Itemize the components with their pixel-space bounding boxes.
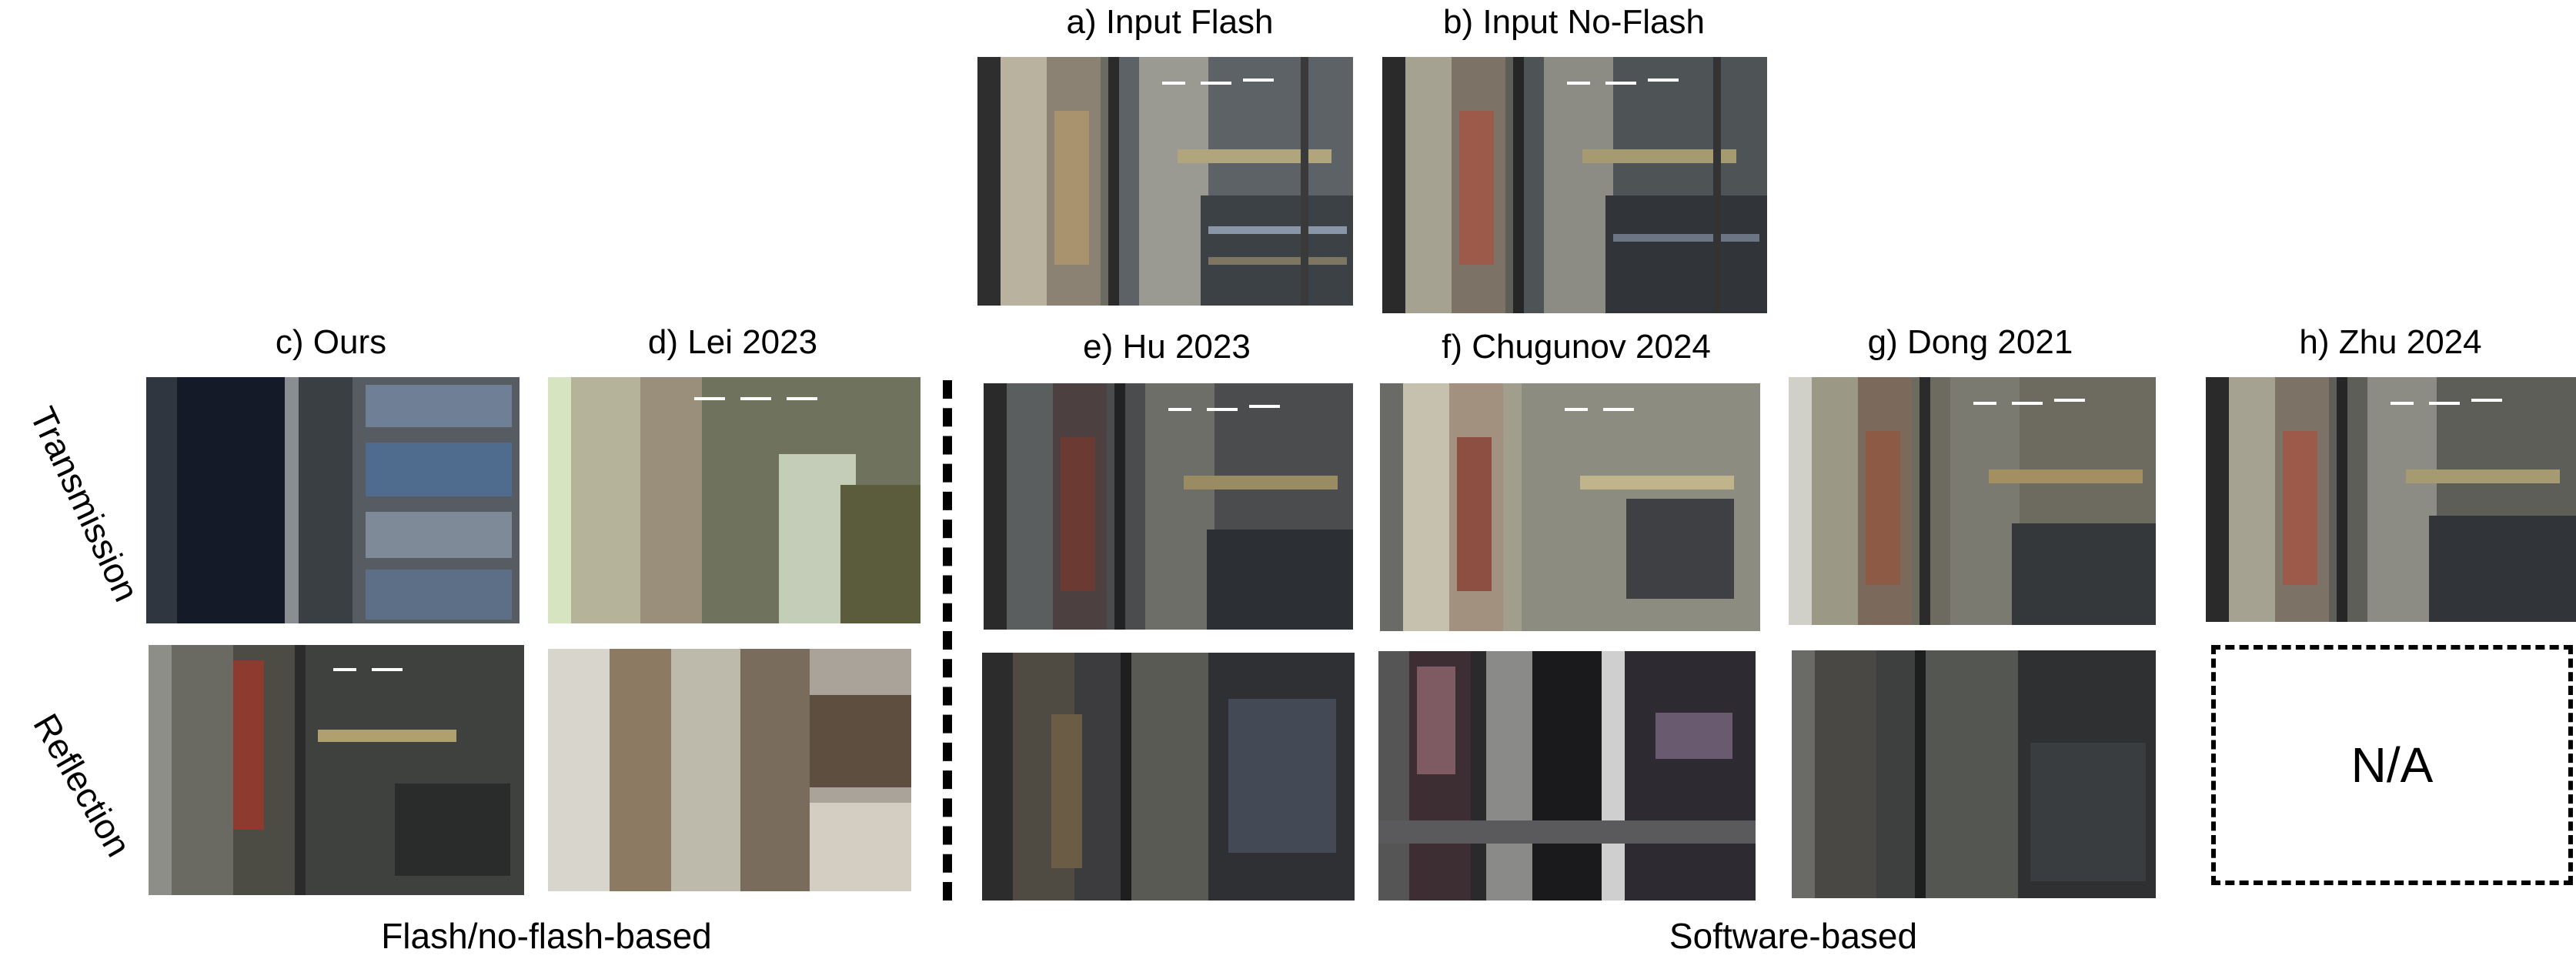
label-row-transmission: Transmission (22, 400, 148, 608)
label-input-noflash: b) Input No-Flash (1443, 3, 1705, 41)
label-group-flash: Flash/no-flash-based (381, 916, 712, 956)
image-transmission-zhu (2206, 377, 2576, 622)
image-transmission-lei (548, 377, 920, 623)
label-column-ours: c) Ours (275, 323, 387, 361)
image-input-flash (977, 57, 1353, 306)
label-column-dong: g) Dong 2021 (1867, 323, 2073, 361)
label-input-flash: a) Input Flash (1066, 3, 1274, 41)
image-transmission-chugunov (1380, 383, 1760, 631)
na-placeholder: N/A (2211, 645, 2573, 885)
label-group-software: Software-based (1669, 916, 1918, 956)
na-text: N/A (2350, 737, 2434, 793)
group-separator (943, 380, 952, 901)
image-reflection-lei (548, 649, 911, 891)
image-transmission-hu (984, 383, 1353, 630)
label-column-hu: e) Hu 2023 (1083, 328, 1251, 366)
image-reflection-hu (982, 653, 1355, 901)
label-column-lei: d) Lei 2023 (647, 323, 818, 361)
image-reflection-chugunov (1378, 651, 1756, 901)
label-column-zhu: h) Zhu 2024 (2299, 323, 2482, 361)
image-transmission-ours (146, 377, 520, 623)
image-reflection-ours (149, 645, 524, 895)
label-column-chugunov: f) Chugunov 2024 (1442, 328, 1711, 366)
label-row-reflection: Reflection (25, 707, 139, 864)
image-reflection-dong (1792, 650, 2156, 898)
image-transmission-dong (1789, 377, 2156, 625)
image-input-noflash (1382, 57, 1767, 313)
